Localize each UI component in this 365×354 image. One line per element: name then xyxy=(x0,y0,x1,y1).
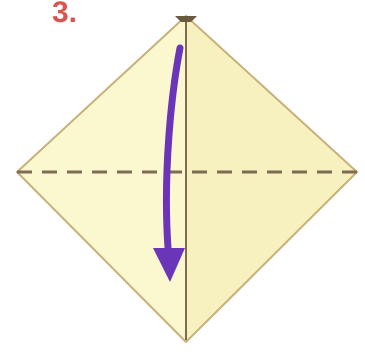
fold-arrow-shaft xyxy=(162,44,184,252)
top-point-marker xyxy=(175,16,197,22)
paper-left-half xyxy=(17,16,186,342)
paper-right-half xyxy=(186,16,357,342)
step-number: 3. xyxy=(52,0,78,29)
arrow-fold-down-icon xyxy=(153,248,185,282)
paper-outline xyxy=(15,14,359,344)
